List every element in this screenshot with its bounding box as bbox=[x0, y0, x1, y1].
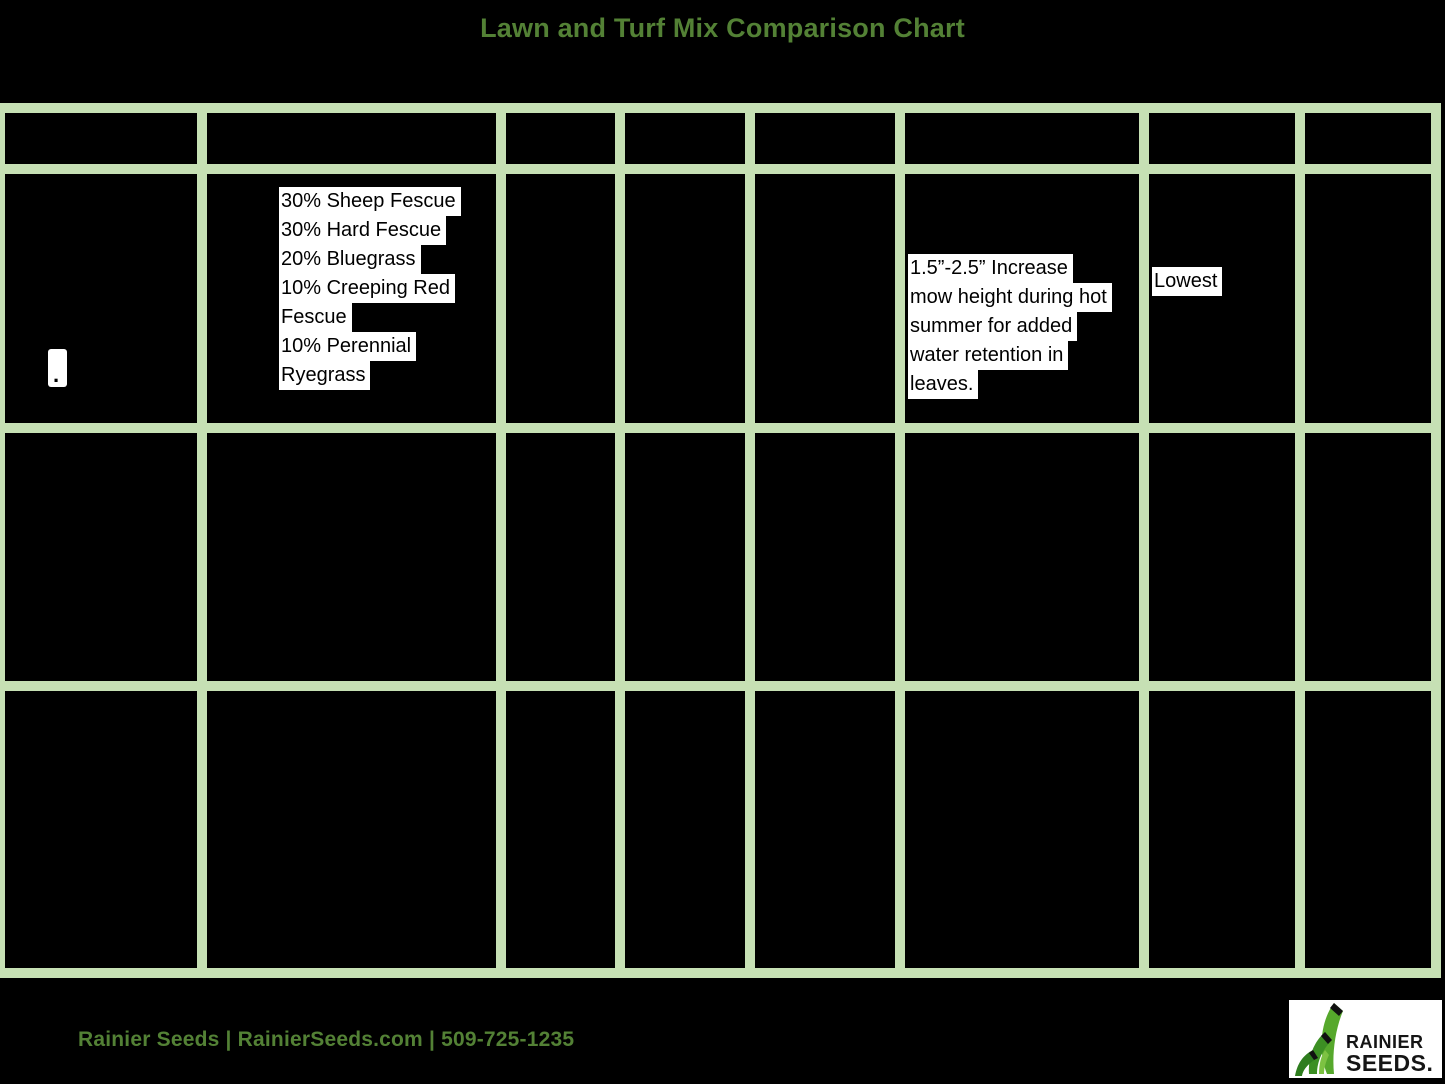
fragment-period: . bbox=[53, 362, 60, 387]
table-cell bbox=[905, 433, 1139, 681]
table-cell bbox=[1305, 691, 1431, 968]
table-cell bbox=[207, 433, 496, 681]
mix-composition-line: Ryegrass bbox=[279, 361, 371, 390]
table-cell bbox=[506, 433, 615, 681]
table-cell bbox=[506, 174, 615, 423]
mix-composition-line: 30% Sheep Fescue bbox=[279, 187, 461, 216]
maintenance-level: Lowest bbox=[1152, 267, 1223, 296]
mix-composition-line: 20% Bluegrass bbox=[279, 245, 421, 274]
mow-height-line: mow height during hot bbox=[908, 283, 1112, 312]
table-cell bbox=[506, 691, 615, 968]
table-cell bbox=[5, 433, 197, 681]
footer-contact-line: Rainier Seeds | RainierSeeds.com | 509-7… bbox=[78, 1028, 575, 1051]
table-cell bbox=[625, 691, 745, 968]
table-cell bbox=[5, 691, 197, 968]
table-header-cell bbox=[905, 113, 1139, 164]
page-title: Lawn and Turf Mix Comparison Chart bbox=[480, 13, 965, 43]
mow-height-line: leaves. bbox=[908, 370, 979, 399]
table-header-cell bbox=[1149, 113, 1295, 164]
table-cell-mix-composition: 30% Sheep Fescue 30% Hard Fescue 20% Blu… bbox=[207, 174, 496, 423]
table-cell bbox=[1149, 691, 1295, 968]
mix-composition-line: Fescue bbox=[279, 303, 352, 332]
table-header-cell bbox=[755, 113, 895, 164]
table-cell bbox=[207, 691, 496, 968]
table-header-cell bbox=[506, 113, 615, 164]
maintenance-text: Lowest bbox=[1152, 267, 1223, 296]
mow-height-line: 1.5”-2.5” Increase bbox=[908, 254, 1073, 283]
mow-height-line: summer for added bbox=[908, 312, 1078, 341]
table-cell-mix-name: . bbox=[5, 174, 197, 423]
table-cell bbox=[1305, 174, 1431, 423]
mix-composition-line: 10% Creeping Red bbox=[279, 274, 455, 303]
comparison-table: . 30% Sheep Fescue 30% Hard Fescue 20% B… bbox=[0, 103, 1441, 978]
table-cell-mow-height: 1.5”-2.5” Increase mow height during hot… bbox=[905, 174, 1139, 423]
table-cell bbox=[1305, 433, 1431, 681]
table-cell bbox=[625, 174, 745, 423]
logo-line-seeds: SEEDS. bbox=[1346, 1050, 1434, 1076]
table-header-cell bbox=[5, 113, 197, 164]
mix-composition-text: 30% Sheep Fescue 30% Hard Fescue 20% Blu… bbox=[279, 187, 461, 390]
logo-line-rainier: RAINIER bbox=[1346, 1032, 1424, 1052]
mow-height-line: water retention in bbox=[908, 341, 1069, 370]
seed-blades-icon bbox=[1295, 1003, 1343, 1076]
mix-composition-line: 10% Perennial bbox=[279, 332, 417, 361]
table-cell bbox=[755, 691, 895, 968]
table-cell bbox=[625, 433, 745, 681]
table-header-cell bbox=[1305, 113, 1431, 164]
logo-wordmark: RAINIER SEEDS. bbox=[1346, 1033, 1433, 1075]
mix-composition-line: 30% Hard Fescue bbox=[279, 216, 447, 245]
highlight-fragment: . bbox=[48, 349, 67, 387]
table-cell bbox=[1149, 433, 1295, 681]
rainier-seeds-logo: RAINIER SEEDS. bbox=[1289, 1000, 1442, 1078]
table-cell-maintenance: Lowest bbox=[1149, 174, 1295, 423]
table-cell bbox=[905, 691, 1139, 968]
table-cell bbox=[755, 433, 895, 681]
table-header-cell bbox=[625, 113, 745, 164]
table-header-cell bbox=[207, 113, 496, 164]
table-cell bbox=[755, 174, 895, 423]
mow-height-text: 1.5”-2.5” Increase mow height during hot… bbox=[908, 254, 1112, 399]
